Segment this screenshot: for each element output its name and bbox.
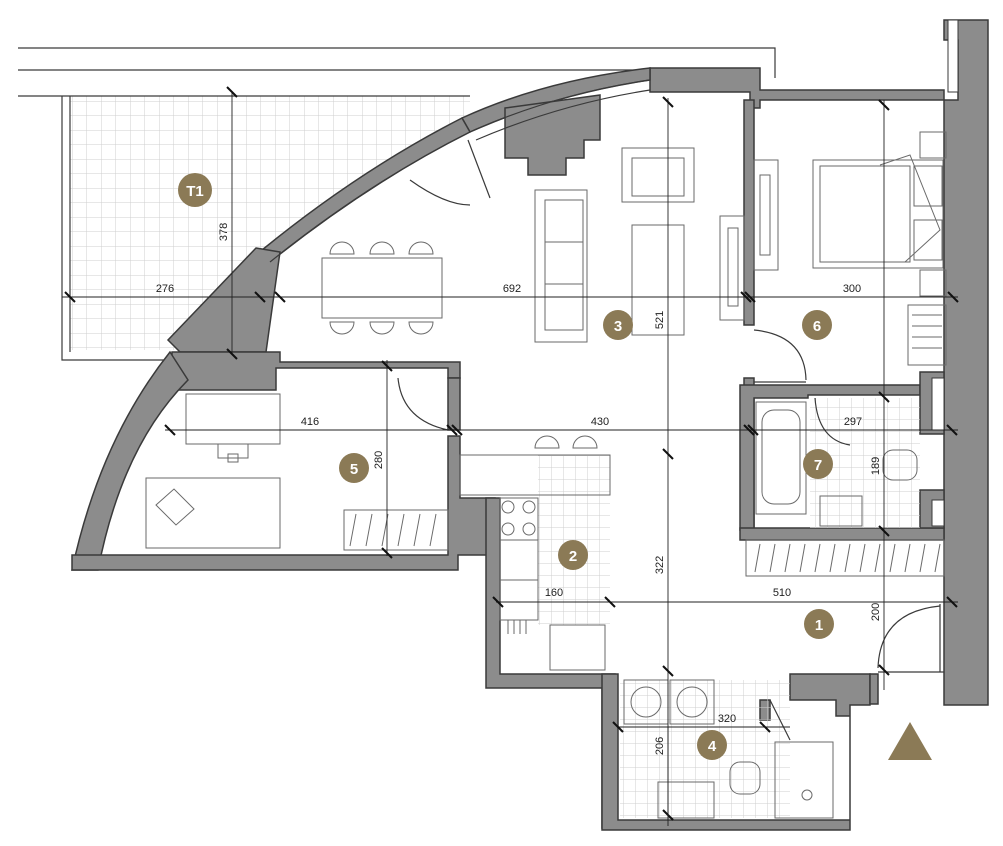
dim-entry-depth: 200 xyxy=(870,603,882,621)
dim-kitchen-width: 160 xyxy=(545,587,563,599)
laundry-room xyxy=(620,679,834,819)
svg-text:3: 3 xyxy=(614,318,622,335)
dim-study-depth: 280 xyxy=(373,451,385,469)
dim-bath-depth: 189 xyxy=(870,457,882,475)
room-badge-6: 6 xyxy=(802,310,832,340)
dim-bedroom-width: 300 xyxy=(843,283,861,295)
room-badge-1: 1 xyxy=(804,609,834,639)
dimension-lines xyxy=(62,86,959,826)
svg-text:2: 2 xyxy=(569,548,577,565)
dim-kitchen-depth: 322 xyxy=(654,556,666,574)
bathroom xyxy=(755,397,920,528)
study-room xyxy=(145,377,449,551)
dim-bath-width: 297 xyxy=(844,416,862,428)
dim-terrace-depth: 378 xyxy=(218,223,230,241)
svg-text:6: 6 xyxy=(813,318,821,335)
dim-entry-width: 510 xyxy=(773,587,791,599)
room-badge-3: 3 xyxy=(603,310,633,340)
bedroom xyxy=(753,131,947,383)
dim-living-depth: 521 xyxy=(654,311,666,329)
north-arrow-icon xyxy=(888,722,932,760)
svg-text:7: 7 xyxy=(814,457,822,474)
room-badge-t1: T1 xyxy=(178,173,212,207)
kitchen xyxy=(459,435,611,671)
dim-hall-width: 430 xyxy=(591,416,609,428)
svg-text:5: 5 xyxy=(350,461,358,478)
room-badge-2: 2 xyxy=(558,540,588,570)
svg-text:1: 1 xyxy=(815,617,823,634)
svg-text:T1: T1 xyxy=(186,183,204,200)
entry-hall xyxy=(745,539,945,673)
svg-text:4: 4 xyxy=(708,738,717,755)
dim-living-width: 692 xyxy=(503,283,521,295)
dim-bedroom-depth: 416 xyxy=(301,416,319,428)
dim-terrace-width: 276 xyxy=(156,283,174,295)
room-badge-5: 5 xyxy=(339,453,369,483)
room-badge-7: 7 xyxy=(803,449,833,479)
room-badge-4: 4 xyxy=(697,730,727,760)
terrace-area xyxy=(18,47,776,361)
living-room xyxy=(321,139,745,343)
dim-laundry-width: 320 xyxy=(718,713,736,725)
dim-laundry-depth: 206 xyxy=(654,737,666,755)
